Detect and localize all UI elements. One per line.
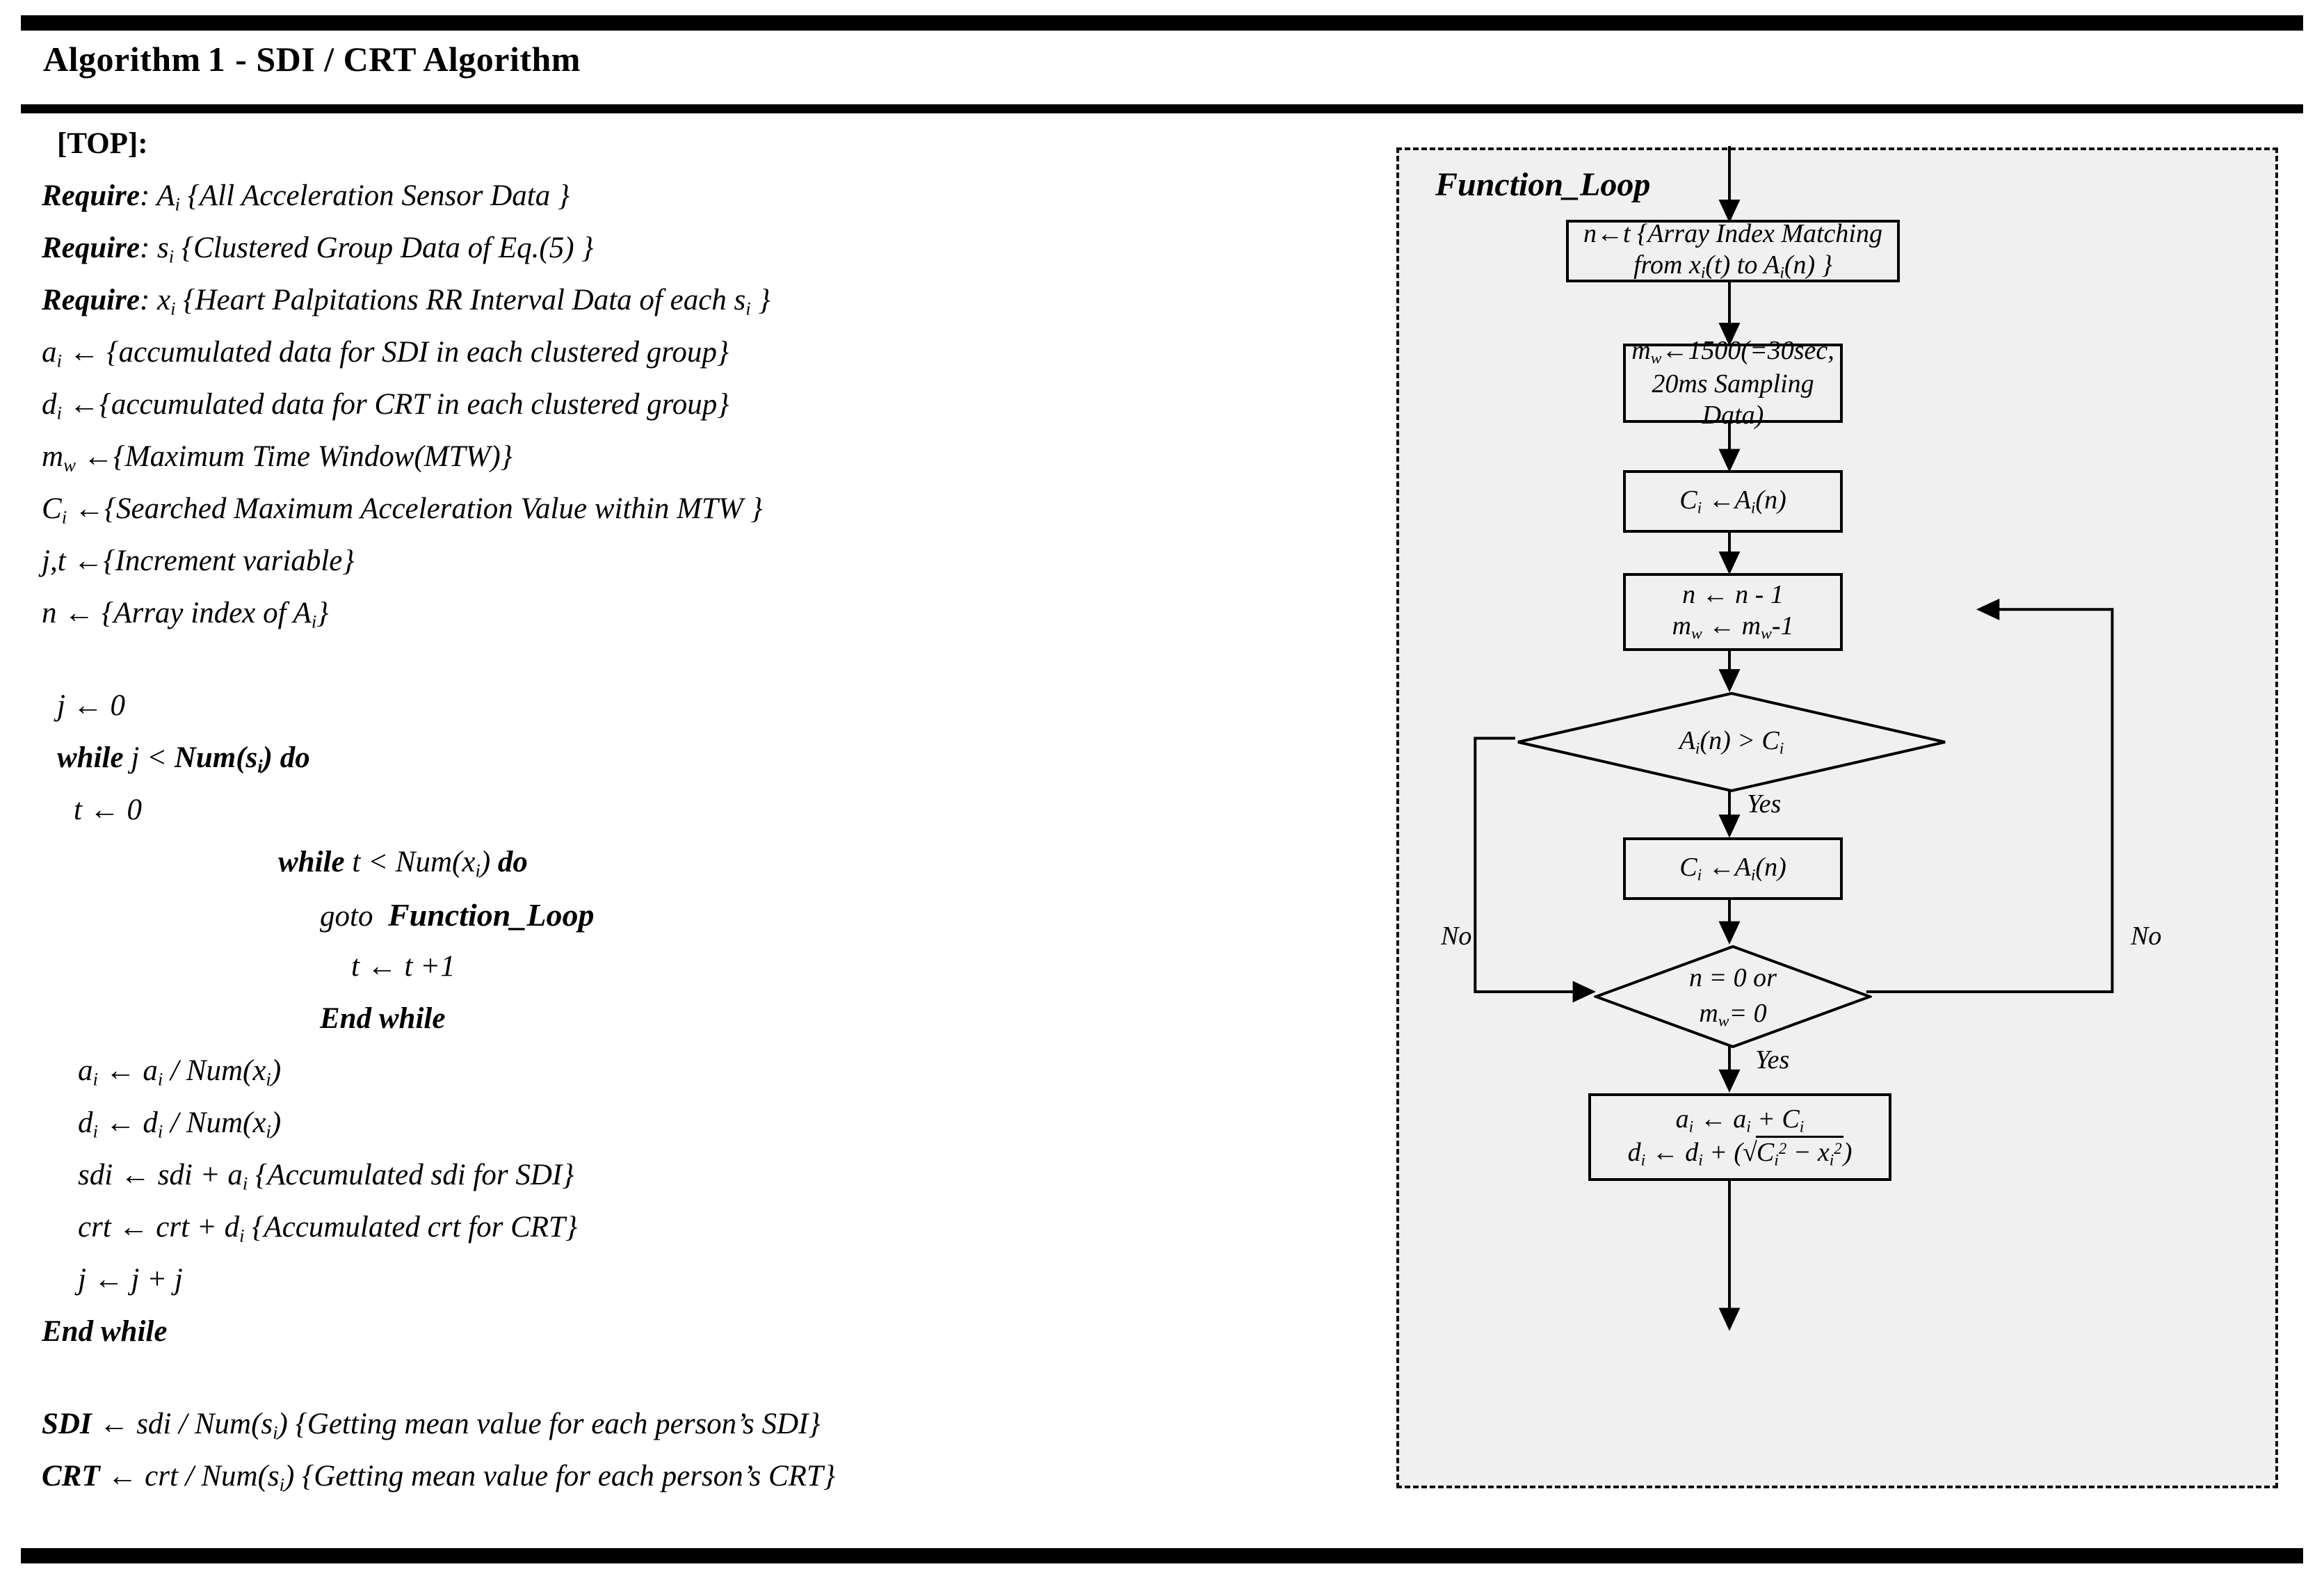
- code-line-sdi-final: SDI ← sdi / Num(si) {Getting mean value …: [42, 1408, 821, 1443]
- figure-title-label: Algorithm: [43, 40, 201, 79]
- code-line-decl-jt: j,t ←{Increment variable}: [42, 545, 355, 577]
- flow-node-ci-assign-2: Ci ←Ai(n): [1623, 837, 1843, 900]
- flow-node-accumulate-line1: ai ← ai + Ci: [1675, 1104, 1805, 1136]
- code-line-require-s: Require: si {Clustered Group Data of Eq.…: [42, 232, 594, 267]
- code-line-end-while-inner: End while: [320, 1002, 446, 1035]
- edge-label-compare-no: No: [1441, 922, 1472, 951]
- flow-node-ci-assign-2-line1: Ci ←Ai(n): [1679, 852, 1786, 885]
- flow-node-mw-init-line1: mw←1500(=30sec,: [1631, 335, 1834, 368]
- flow-node-compare: Ai(n) > Ci: [1516, 691, 1947, 793]
- flowchart-title: Function_Loop: [1435, 166, 1651, 203]
- code-line-end-while-outer: End while: [42, 1315, 168, 1348]
- top-rule: [21, 15, 2303, 31]
- code-line-spacer-2: [42, 1369, 1363, 1409]
- flow-node-mw-init: mw←1500(=30sec, 20ms Sampling Data): [1623, 336, 1843, 430]
- flow-node-decrement-line1: n ← n - 1: [1682, 580, 1784, 610]
- code-line-decl-d: di ←{accumulated data for CRT in each cl…: [42, 388, 729, 424]
- pseudocode-block: [TOP]: Require: Ai {All Acceleration Sen…: [42, 129, 1363, 1513]
- code-line-crt-final: CRT ← crt / Num(si) {Getting mean value …: [42, 1460, 836, 1495]
- flow-node-accumulate-line2: di ← di + (√Ci2 − xi2): [1628, 1136, 1852, 1170]
- code-line-require-x: Require: xi {Heart Palpitations RR Inter…: [42, 284, 770, 319]
- code-line-require-a: Require: Ai {All Acceleration Sensor Dat…: [42, 179, 570, 215]
- code-line-top: [TOP]:: [57, 127, 148, 160]
- flow-node-decrement-line2: mw ← mw-1: [1672, 611, 1794, 643]
- code-line-goto: goto Function_Loop: [320, 897, 595, 933]
- flow-node-accumulate: ai ← ai + Ci di ← di + (√Ci2 − xi2): [1588, 1093, 1891, 1181]
- code-line-while-j: while j < Num(si) do: [57, 741, 310, 777]
- code-line-d-mean: di ← di / Num(xi): [78, 1107, 282, 1142]
- flow-node-array-index-match-line1: n←t {Array Index Matching: [1583, 219, 1882, 249]
- function-loop-panel: Function_Loop: [1396, 146, 2278, 1488]
- flow-node-array-index-match-line2: from xi(t) to Ai(n) }: [1633, 250, 1832, 282]
- code-line-decl-mw: mw ←{Maximum Time Window(MTW)}: [42, 440, 513, 476]
- edge-label-compare-yes: Yes: [1747, 789, 1782, 819]
- code-line-spacer-1: [42, 650, 1363, 691]
- terminate-diamond-shape: [1594, 944, 1872, 1049]
- bottom-rule: [21, 1548, 2303, 1563]
- flow-node-decrement: n ← n - 1 mw ← mw-1: [1623, 573, 1843, 651]
- code-line-j-init: j ← 0: [57, 689, 125, 722]
- code-line-t-incr: t ← t +1: [351, 950, 455, 983]
- code-line-crt-acc: crt ← crt + di {Accumulated crt for CRT}: [78, 1211, 578, 1246]
- figure-title-rest: - SDI / CRT Algorithm: [235, 40, 581, 79]
- flow-node-terminate-check: n = 0 or mw= 0: [1594, 944, 1872, 1049]
- flow-node-ci-assign-1-line1: Ci ←Ai(n): [1679, 485, 1786, 517]
- code-line-t-init: t ← 0: [74, 794, 142, 826]
- flow-node-array-index-match: n←t {Array Index Matching from xi(t) to …: [1566, 219, 1900, 282]
- code-line-j-incr: j ← j + j: [78, 1263, 183, 1296]
- code-line-a-mean: ai ← ai / Num(xi): [78, 1054, 282, 1090]
- code-line-decl-c: Ci ←{Searched Maximum Acceleration Value…: [42, 492, 763, 528]
- code-line-sdi-acc: sdi ← sdi + ai {Accumulated sdi for SDI}: [78, 1159, 574, 1194]
- flow-node-mw-init-line2: 20ms Sampling Data): [1652, 369, 1814, 431]
- code-line-while-t: while t < Num(xi) do: [278, 846, 528, 881]
- edge-label-terminate-no: No: [2131, 922, 2162, 951]
- compare-diamond-shape: [1517, 691, 1946, 793]
- flow-node-ci-assign-1: Ci ←Ai(n): [1623, 470, 1843, 533]
- edge-label-terminate-yes: Yes: [1755, 1045, 1790, 1075]
- header-rule: [21, 104, 2303, 113]
- code-line-decl-a: ai ← {accumulated data for SDI in each c…: [42, 336, 729, 371]
- code-line-decl-n: n ← {Array index of Ai}: [42, 597, 329, 632]
- figure-title-number: 1: [207, 40, 226, 79]
